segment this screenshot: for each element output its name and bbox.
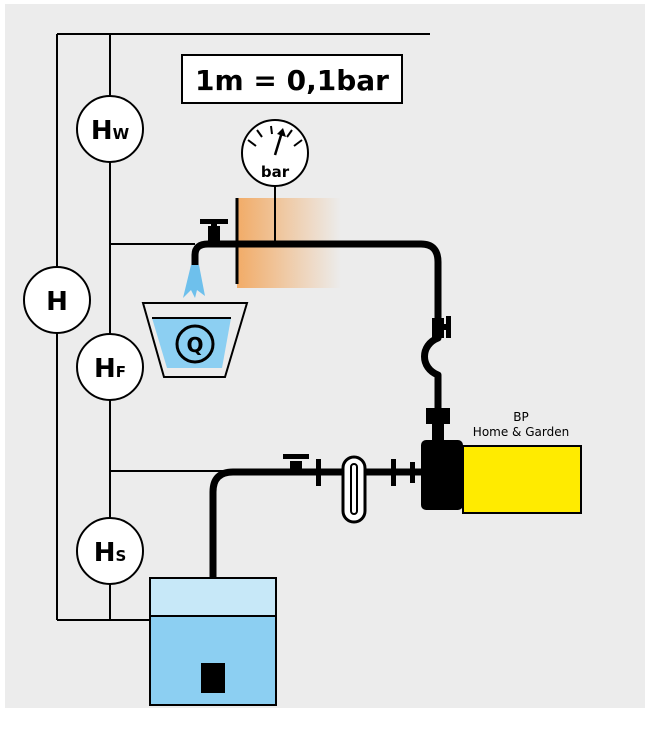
head-pressure: HW: [76, 95, 144, 163]
head-suction-sub: S: [115, 547, 126, 565]
scale-note-text: 1m = 0,1bar: [195, 64, 389, 97]
svg-text:HF: HF: [94, 354, 126, 384]
head-suction-label: H: [94, 538, 116, 568]
gauge-needle: [273, 131, 284, 156]
pump-body: [462, 445, 582, 514]
svg-text:HW: HW: [91, 116, 130, 146]
water-spray: [183, 265, 205, 298]
delivery-valve: [432, 316, 451, 338]
pressure-gauge: bar: [241, 119, 309, 244]
gauge-unit: bar: [261, 163, 290, 181]
head-delivery-sub: F: [116, 363, 126, 381]
pump-housing: [421, 440, 463, 510]
bucket: Q: [141, 302, 249, 378]
suction-pipe: [209, 468, 426, 665]
pump: BP Home & Garden: [421, 410, 582, 514]
flow-label: Q: [186, 333, 203, 357]
head-pressure-label: H: [91, 116, 113, 146]
svg-text:HS: HS: [94, 538, 127, 568]
head-total-label: H: [46, 287, 68, 317]
pump-label-line1: BP: [513, 410, 528, 424]
head-delivery-label: H: [94, 354, 116, 384]
head-pressure-sub: W: [113, 125, 130, 143]
svg-text:H: H: [46, 287, 68, 317]
pump-outlet-fitting: [426, 408, 450, 441]
delivery-pipe: [191, 240, 442, 410]
delivery-tap: [200, 219, 228, 244]
suction-filter: [341, 455, 367, 524]
head-suction: HS: [76, 517, 144, 585]
suction-tap: [283, 454, 309, 472]
scale-note: 1m = 0,1bar: [181, 54, 403, 104]
foot-valve: [201, 663, 225, 693]
suction-flanges: [316, 459, 415, 486]
head-total: H: [23, 266, 91, 334]
pump-label-line2: Home & Garden: [473, 425, 569, 439]
water-tank: [149, 577, 277, 706]
head-delivery: HF: [76, 333, 144, 401]
